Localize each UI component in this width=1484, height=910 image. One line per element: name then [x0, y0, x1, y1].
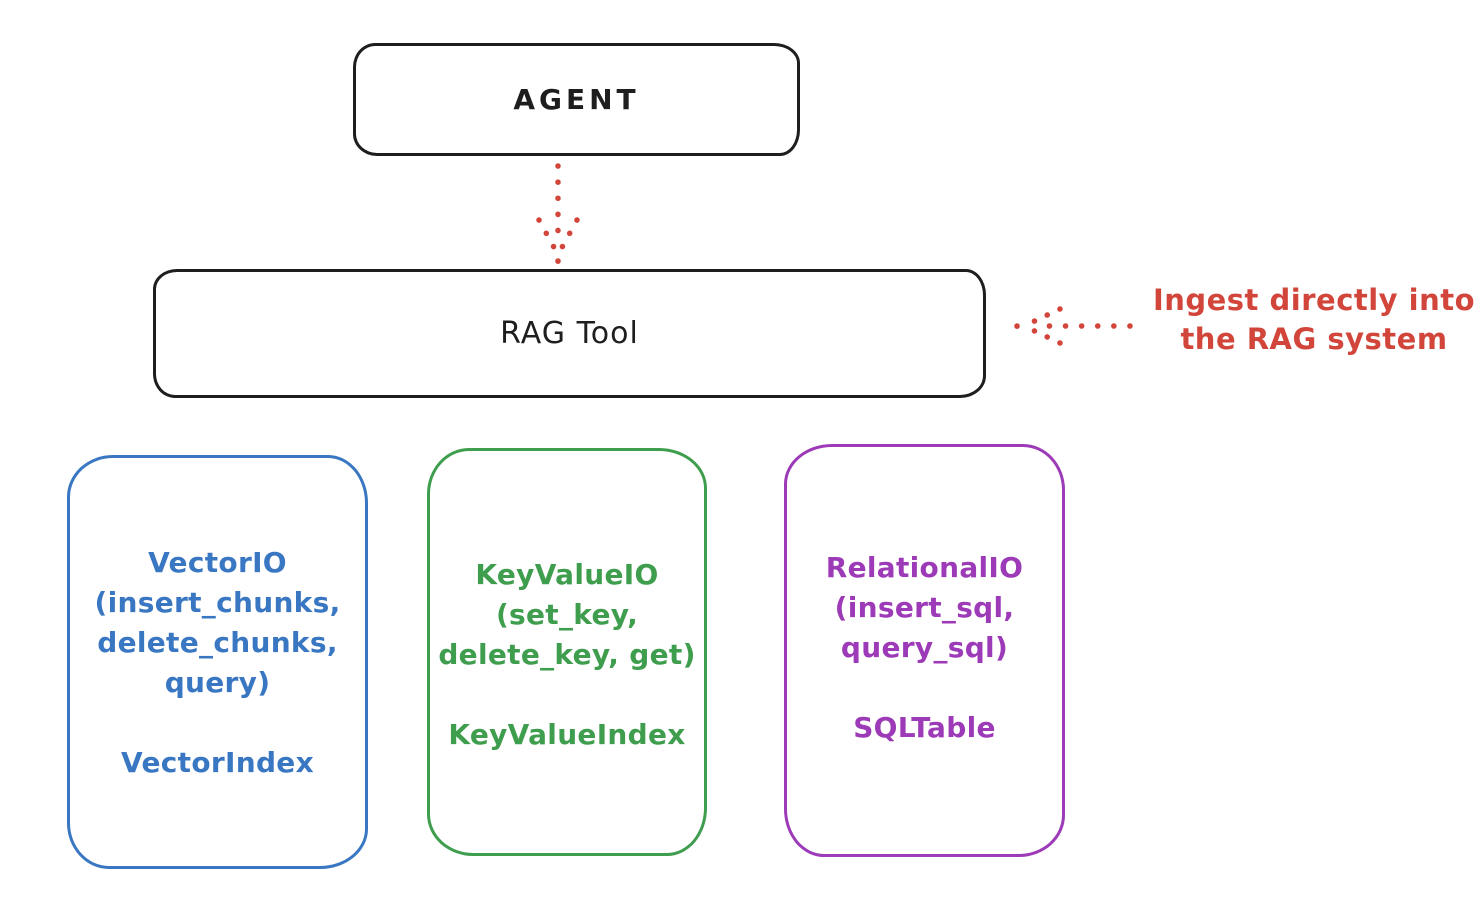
- sql-table-label: SQLTable: [853, 711, 996, 744]
- keyvalue-io-title: KeyValueIO: [475, 558, 659, 591]
- rag-tool-label: RAG Tool: [500, 316, 639, 351]
- vector-io-node: VectorIO (insert_chunks, delete_chunks, …: [67, 455, 368, 869]
- keyvalue-index-label: KeyValueIndex: [448, 718, 686, 751]
- rag-tool-node: RAG Tool: [153, 269, 986, 398]
- keyvalue-io-methods: (set_key, delete_key, get): [438, 598, 696, 671]
- agent-node: AGENT: [353, 43, 800, 156]
- ingest-annotation: Ingest directly into the RAG system: [1138, 281, 1484, 359]
- agent-to-rag-dotted-arrow-icon: [536, 163, 580, 264]
- vector-index-label: VectorIndex: [121, 746, 314, 779]
- keyvalue-io-node: KeyValueIO (set_key, delete_key, get) Ke…: [427, 448, 707, 856]
- annotation-to-rag-dotted-arrow-icon: [1014, 306, 1133, 346]
- annotation-line-2: the RAG system: [1180, 322, 1448, 356]
- relational-io-node: RelationalIO (insert_sql, query_sql) SQL…: [784, 444, 1065, 857]
- vector-io-title: VectorIO: [148, 546, 287, 579]
- vector-io-methods: (insert_chunks, delete_chunks, query): [94, 586, 341, 699]
- annotation-line-1: Ingest directly into: [1152, 283, 1476, 317]
- relational-io-methods: (insert_sql, query_sql): [834, 591, 1015, 664]
- agent-label: AGENT: [513, 83, 640, 116]
- relational-io-title: RelationalIO: [825, 551, 1024, 584]
